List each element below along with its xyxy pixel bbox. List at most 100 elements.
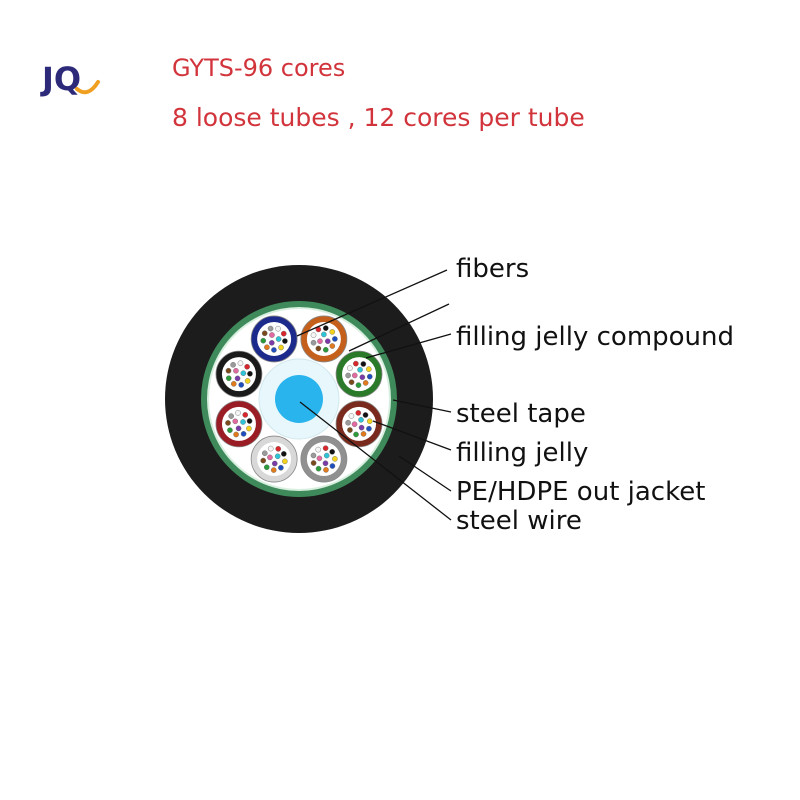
fiber bbox=[329, 343, 336, 349]
fiber bbox=[329, 463, 336, 469]
fiber bbox=[322, 460, 329, 467]
loose-tube bbox=[335, 350, 383, 398]
fiber bbox=[360, 361, 367, 367]
fiber bbox=[228, 413, 234, 419]
fiber bbox=[240, 431, 247, 437]
central-strength-member bbox=[275, 375, 323, 423]
fiber bbox=[358, 424, 365, 431]
fiber bbox=[362, 380, 369, 386]
fiber bbox=[357, 366, 363, 373]
fiber bbox=[353, 360, 359, 367]
fiber bbox=[240, 370, 247, 376]
fiber bbox=[278, 344, 284, 351]
product-subtitle: 8 loose tubes , 12 cores per tube bbox=[172, 103, 585, 132]
fiber bbox=[321, 331, 327, 338]
fiber bbox=[246, 418, 253, 424]
fiber bbox=[317, 338, 323, 344]
fiber bbox=[351, 372, 358, 379]
fiber bbox=[332, 456, 338, 462]
fiber bbox=[366, 425, 372, 432]
fiber bbox=[275, 325, 281, 332]
loose-tube bbox=[215, 400, 263, 448]
fiber bbox=[275, 446, 282, 452]
fiber bbox=[271, 347, 277, 353]
fiber bbox=[271, 460, 278, 467]
fiber bbox=[260, 337, 267, 344]
fiber bbox=[275, 336, 282, 342]
fiber bbox=[362, 412, 369, 418]
fiber bbox=[267, 325, 274, 332]
leader-filling-jelly-compound bbox=[348, 303, 450, 352]
fiber bbox=[246, 425, 252, 432]
fiber bbox=[269, 332, 275, 338]
fiber bbox=[282, 338, 288, 344]
fiber bbox=[329, 449, 335, 455]
fiber bbox=[261, 450, 268, 457]
fiber bbox=[233, 367, 239, 374]
fiber bbox=[230, 381, 237, 387]
loose-tube bbox=[250, 435, 298, 483]
fiber bbox=[263, 464, 270, 471]
fiber bbox=[315, 465, 322, 472]
fiber bbox=[235, 425, 242, 432]
fiber bbox=[230, 361, 236, 368]
fiber bbox=[235, 410, 241, 416]
label-pe-hdpe-out-jacket: PE/HDPE out jacket bbox=[456, 477, 705, 507]
fiber bbox=[227, 427, 233, 433]
fiber bbox=[237, 360, 244, 367]
label-steel-tape: steel tape bbox=[456, 399, 586, 429]
label-fibers: fibers bbox=[456, 254, 529, 284]
loose-tube bbox=[335, 400, 383, 448]
label-filling-jelly-compound: filling jelly compound bbox=[456, 322, 734, 352]
leader-steel-wire bbox=[398, 455, 452, 492]
fiber bbox=[225, 367, 232, 374]
fiber bbox=[329, 329, 336, 335]
leader-fibers bbox=[296, 269, 448, 337]
fiber bbox=[353, 431, 359, 438]
fiber bbox=[359, 374, 366, 380]
leader-pe-hdpe-out-jacket bbox=[372, 420, 452, 451]
fiber bbox=[278, 464, 284, 471]
loose-tube bbox=[215, 350, 263, 398]
fiber bbox=[345, 372, 351, 379]
fiber bbox=[310, 452, 317, 459]
fiber bbox=[247, 370, 253, 377]
fiber bbox=[366, 373, 373, 380]
fiber bbox=[316, 455, 323, 462]
fiber bbox=[322, 445, 329, 451]
jq-logo: JQ bbox=[40, 60, 100, 98]
fiber bbox=[347, 427, 353, 433]
fiber bbox=[347, 365, 353, 371]
fiber bbox=[310, 332, 317, 338]
fiber bbox=[274, 453, 281, 460]
fiber bbox=[360, 431, 367, 437]
fiber bbox=[322, 346, 329, 353]
fiber bbox=[366, 366, 372, 372]
fiber bbox=[348, 413, 355, 419]
fiber bbox=[238, 382, 245, 388]
leader-core bbox=[299, 401, 452, 521]
fiber bbox=[281, 451, 287, 457]
fiber bbox=[315, 345, 322, 352]
fiber bbox=[244, 363, 250, 370]
logo-text: JQ bbox=[40, 60, 81, 98]
fiber bbox=[351, 421, 358, 427]
fiber bbox=[244, 378, 251, 384]
fiber bbox=[355, 410, 362, 416]
fiber bbox=[323, 467, 329, 473]
fiber bbox=[269, 340, 275, 346]
fiber bbox=[225, 420, 231, 426]
fiber bbox=[282, 458, 288, 465]
label-filling-jelly: filling jelly bbox=[456, 438, 588, 468]
loose-tube bbox=[250, 315, 298, 363]
fiber bbox=[310, 339, 317, 346]
fiber bbox=[232, 418, 239, 425]
leader-filling-jelly bbox=[392, 399, 452, 413]
logo-swoosh bbox=[75, 80, 100, 95]
fiber bbox=[242, 412, 249, 418]
product-title: GYTS-96 cores bbox=[172, 54, 346, 82]
fiber bbox=[322, 325, 329, 331]
label-steel-wire: steel wire bbox=[456, 506, 582, 536]
fiber bbox=[240, 419, 246, 425]
